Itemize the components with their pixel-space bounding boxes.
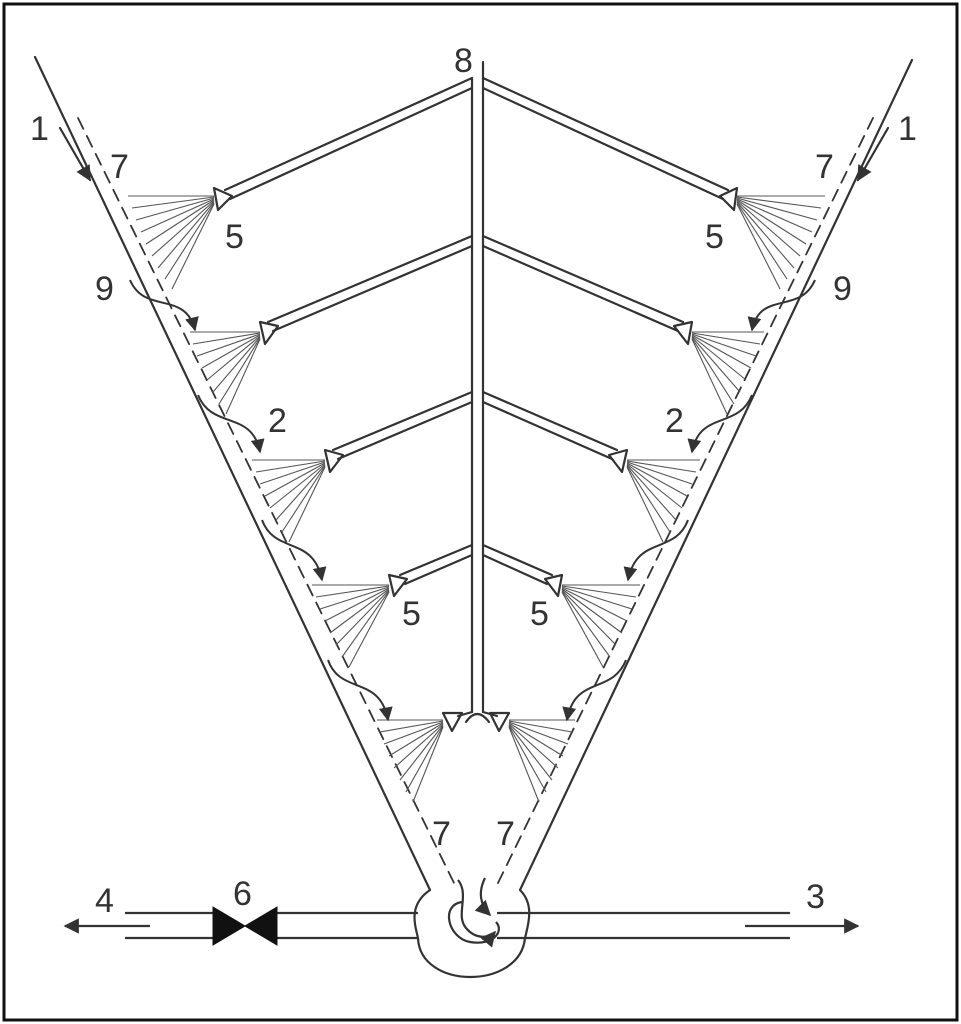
branch-pipe-t2-left-a — [266, 234, 474, 324]
nozzle-t4-right — [543, 573, 564, 598]
spray-fan-t1-left — [128, 195, 215, 290]
flow-arrow-left-1 — [129, 279, 199, 332]
flow-arrow-left-2 — [197, 394, 265, 454]
label-7-bottom-left: 7 — [432, 815, 451, 853]
nozzle-t5-right — [488, 711, 511, 733]
label-1-right: 1 — [898, 110, 917, 148]
flow-arrow-left-3 — [261, 519, 327, 582]
collector-bowl — [413, 889, 531, 978]
branch-pipe-t1-left-a — [223, 76, 474, 192]
branch-pipe-t1-right-a — [481, 76, 730, 192]
branch-pipe-t3-right-b — [481, 400, 614, 461]
label-7-top-left: 7 — [110, 148, 129, 186]
spray-fan-t5-right — [508, 719, 575, 803]
spray-fan-t5-left — [377, 719, 444, 803]
label-9-right: 9 — [833, 270, 852, 308]
nozzle-t4-left — [387, 573, 409, 598]
flow-arrow-right-2 — [687, 394, 753, 454]
film-line-right — [496, 117, 874, 886]
label-5-top-right: 5 — [705, 218, 724, 256]
spray-fan-t2-left — [190, 331, 261, 415]
collector-inner — [447, 900, 500, 944]
branch-pipe-t3-left-b — [336, 400, 474, 461]
branch-pipe-t2-right-a — [481, 234, 685, 324]
film-line-left — [77, 117, 456, 886]
flow-arrow-left-4 — [327, 659, 393, 722]
label-9-left: 9 — [95, 270, 114, 308]
flow-arrow-right-4 — [562, 659, 627, 722]
branch-pipe-t3-right-a — [481, 390, 619, 452]
spray-fan-t3-left — [252, 459, 326, 543]
nozzle-t3-right — [607, 448, 629, 474]
branch-pipe-t4-right-b — [481, 553, 549, 586]
branch-pipe-t4-left-b — [403, 553, 474, 586]
branch-pipe-t1-right-b — [481, 86, 725, 201]
spray-fan-t4-right — [561, 584, 640, 668]
label-5-low-right: 5 — [530, 595, 549, 633]
valve-icon — [212, 906, 278, 946]
nozzle-t2-left — [258, 320, 280, 346]
inlet-arrow-right — [856, 126, 890, 182]
label-7-top-right: 7 — [815, 148, 834, 186]
label-6: 6 — [233, 875, 252, 913]
branch-pipe-t2-left-b — [271, 244, 474, 333]
branch-pipe-t4-left-a — [398, 543, 474, 577]
nozzle-t5-left — [441, 711, 464, 733]
hopper-wall-left — [33, 55, 432, 892]
collector-drop-arrow — [474, 877, 492, 917]
nozzle-t2-right — [672, 320, 694, 346]
label-8: 8 — [454, 42, 473, 80]
spray-fan-t4-left — [312, 584, 390, 668]
label-5-low-left: 5 — [402, 595, 421, 633]
label-3: 3 — [806, 878, 825, 916]
label-7-bottom-right: 7 — [496, 815, 515, 853]
spray-fan-t2-right — [691, 331, 764, 415]
label-2-left: 2 — [268, 402, 287, 440]
branch-pipe-t2-right-b — [481, 244, 680, 333]
flow-arrow-right-3 — [623, 519, 689, 582]
nozzle-t3-left — [323, 448, 345, 474]
nozzle-t1-right — [718, 186, 739, 212]
branch-pipe-t1-left-b — [228, 86, 474, 201]
branch-pipe-t4-right-a — [481, 543, 554, 577]
flow-arrow-right-1 — [747, 279, 816, 332]
label-1-left: 1 — [30, 110, 49, 148]
nozzle-t1-left — [212, 186, 234, 212]
branch-pipe-t3-left-a — [331, 390, 474, 452]
label-5-top-left: 5 — [225, 218, 244, 256]
inlet-arrow-left — [58, 126, 92, 182]
collector-swirl-arrow — [457, 879, 496, 948]
spray-fan-t1-right — [736, 195, 825, 290]
label-2-right: 2 — [665, 402, 684, 440]
spray-fan-t3-right — [626, 459, 700, 543]
hopper-wall-right — [518, 58, 914, 892]
label-4: 4 — [95, 882, 114, 920]
